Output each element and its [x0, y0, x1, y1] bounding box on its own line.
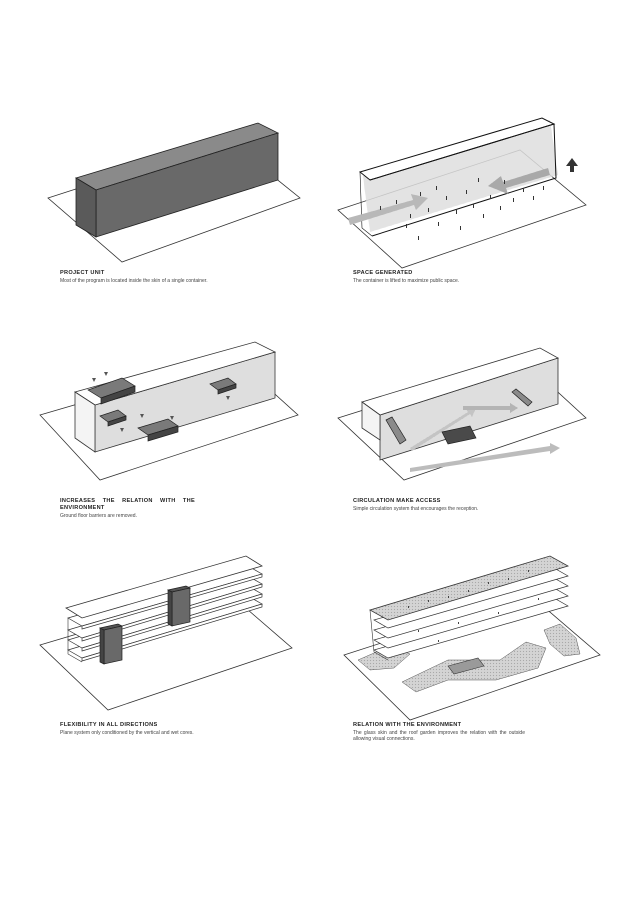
arrow-icon	[488, 168, 550, 194]
caption-title: INCREASES THE RELATION WITH THE	[60, 498, 195, 504]
panel-increases-relation: INCREASES THE RELATION WITH THE ENVIRONM…	[0, 320, 318, 530]
caption-title: RELATION WITH THE ENVIRONMENT	[353, 722, 462, 728]
panel-circulation: CIRCULATION MAKE ACCESS Simple circulati…	[318, 320, 636, 530]
project-unit-diagram	[47, 122, 301, 263]
caption-relation-environment: RELATION WITH THE ENVIRONMENT The glass …	[353, 722, 525, 743]
caption-space-generated: SPACE GENERATED The container is lifted …	[353, 270, 553, 284]
caption-text: The glass skin and the roof garden impro…	[353, 729, 525, 743]
caption-text: The container is lifted to maximize publ…	[353, 277, 460, 284]
caption-title-2: ENVIRONMENT	[60, 505, 105, 511]
roof-slab	[65, 555, 263, 619]
arrow-icon	[410, 443, 560, 472]
caption-text: Most of the program is located inside th…	[60, 277, 208, 284]
increases-relation-diagram	[39, 341, 299, 481]
relation-environment-diagram	[343, 555, 601, 721]
container-side	[75, 177, 97, 238]
removed-barriers	[87, 377, 237, 442]
arrow-icon	[92, 372, 230, 432]
caption-title: SPACE GENERATED	[353, 270, 413, 276]
caption-project-unit: PROJECT UNIT Most of the program is loca…	[60, 270, 260, 284]
people-markers	[408, 570, 539, 642]
caption-circulation: CIRCULATION MAKE ACCESS Simple circulati…	[353, 498, 553, 512]
arrow-icon	[463, 403, 518, 413]
people-markers	[380, 178, 544, 240]
floor-slabs	[67, 565, 263, 662]
panel-space-generated: SPACE GENERATED The container is lifted …	[318, 0, 636, 320]
caption-title: FLEXIBILITY IN ALL DIRECTIONS	[60, 722, 158, 728]
roof-garden	[368, 555, 570, 621]
caption-text: Simple circulation system that encourage…	[353, 505, 479, 512]
vertical-cores	[98, 585, 192, 665]
caption-title: CIRCULATION MAKE ACCESS	[353, 498, 441, 504]
panel-flexibility: FLEXIBILITY IN ALL DIRECTIONS Plane syst…	[0, 530, 318, 770]
arrow-icon	[410, 408, 476, 451]
caption-increases-relation: INCREASES THE RELATION WITH THE ENVIRONM…	[60, 498, 195, 519]
arrow-up-icon	[566, 158, 578, 172]
box-side	[361, 401, 381, 441]
stair-cores	[385, 388, 533, 445]
circulation-diagram	[337, 347, 587, 481]
panel-project-unit: PROJECT UNIT Most of the program is loca…	[0, 0, 318, 320]
caption-title: PROJECT UNIT	[60, 270, 105, 276]
box-side	[74, 391, 96, 453]
space-generated-diagram	[337, 117, 587, 269]
entry-slab	[447, 657, 485, 675]
caption-text: Plane system only conditioned by the ver…	[60, 729, 194, 736]
arrow-icon	[348, 194, 428, 225]
caption-flexibility: FLEXIBILITY IN ALL DIRECTIONS Plane syst…	[60, 722, 260, 736]
flexibility-diagram	[39, 555, 293, 711]
caption-text: Ground floor barriers are removed.	[60, 512, 137, 519]
panel-relation-environment: RELATION WITH THE ENVIRONMENT The glass …	[318, 530, 636, 770]
